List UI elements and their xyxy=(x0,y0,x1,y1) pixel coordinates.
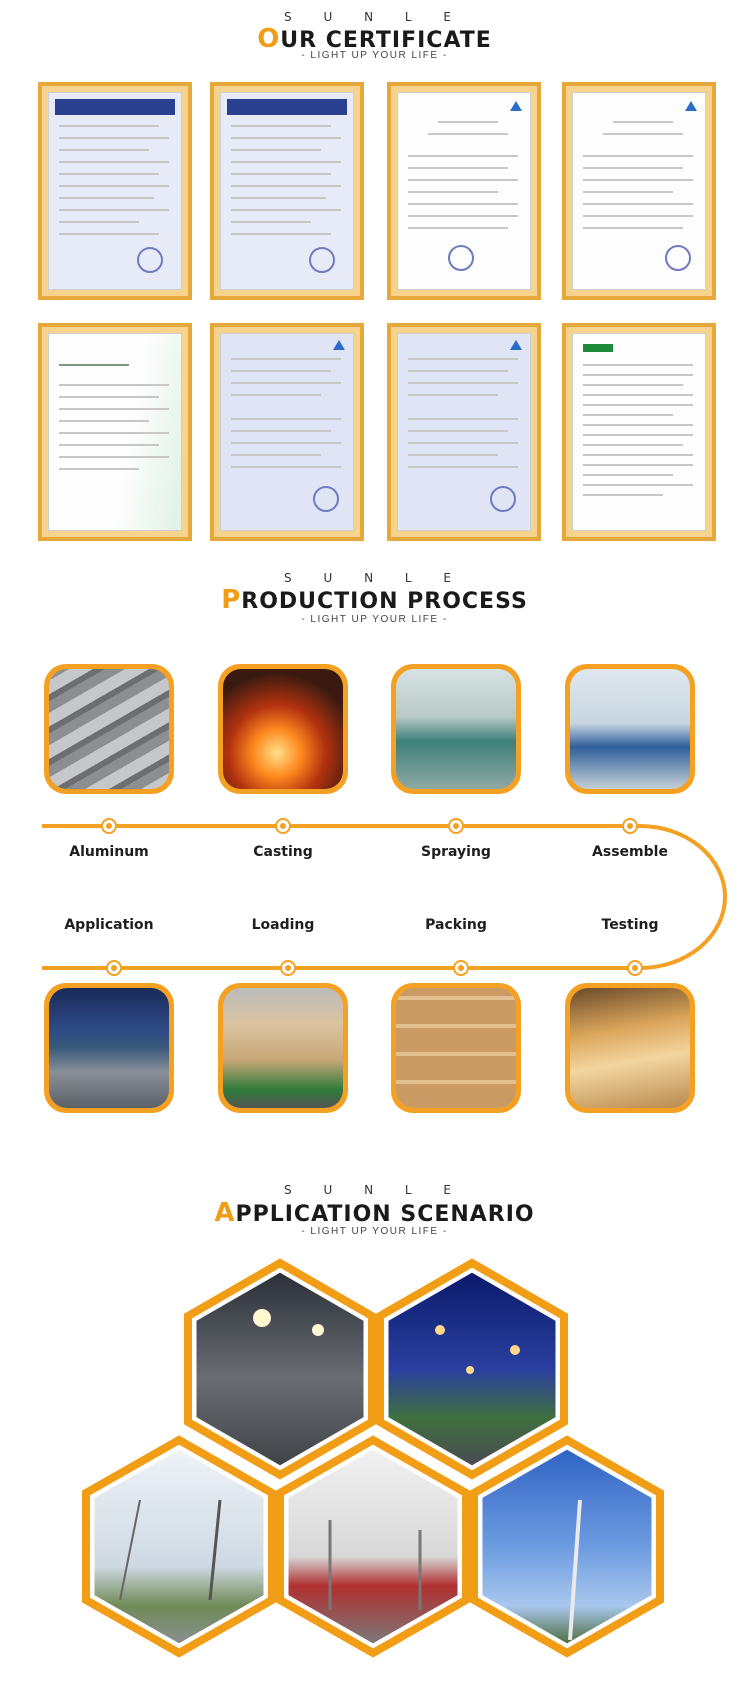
certificate-image xyxy=(210,82,364,300)
brand-name-certificate: S U N L E xyxy=(284,10,465,24)
step-label: Packing xyxy=(425,917,487,933)
tagline-production: - LIGHT UP YOUR LIFE - xyxy=(301,614,448,625)
timeline-dot xyxy=(448,818,464,834)
section-title-application: APPLICATION SCENARIO xyxy=(214,1198,535,1228)
timeline-dot xyxy=(280,960,296,976)
tagline-certificate: - LIGHT UP YOUR LIFE - xyxy=(301,50,448,61)
process-photo-packing xyxy=(391,983,521,1113)
certificate-image xyxy=(38,323,192,541)
process-photo-loading xyxy=(218,983,348,1113)
certificate-image xyxy=(387,323,541,541)
step-label: Casting xyxy=(253,844,313,860)
step-label: Loading xyxy=(251,917,315,933)
process-photo-casting xyxy=(218,664,348,794)
certificate-image xyxy=(562,82,716,300)
tagline-application: - LIGHT UP YOUR LIFE - xyxy=(301,1226,448,1237)
process-photo-aluminum xyxy=(44,664,174,794)
section-title-certificate: OUR CERTIFICATE xyxy=(257,24,492,54)
process-photo-testing xyxy=(565,983,695,1113)
certificate-image xyxy=(210,323,364,541)
timeline-dot xyxy=(101,818,117,834)
brand-name-production: S U N L E xyxy=(284,571,465,585)
step-label: Aluminum xyxy=(69,844,149,860)
timeline-dot xyxy=(622,818,638,834)
step-label: Application xyxy=(64,917,154,933)
application-photo-sky-pole xyxy=(479,1446,655,1647)
certificate-image xyxy=(38,82,192,300)
certificate-image xyxy=(387,82,541,300)
step-label: Testing xyxy=(601,917,659,933)
timeline-dot xyxy=(106,960,122,976)
application-photo-pylons xyxy=(91,1446,267,1647)
timeline-dot xyxy=(627,960,643,976)
process-photo-assemble xyxy=(565,664,695,794)
process-photo-spraying xyxy=(391,664,521,794)
certificate-image xyxy=(562,323,716,541)
step-label: Assemble xyxy=(592,844,668,860)
step-label: Spraying xyxy=(421,844,491,860)
timeline-dot xyxy=(275,818,291,834)
section-title-production: PRODUCTION PROCESS xyxy=(221,585,528,615)
process-photo-application xyxy=(44,983,174,1113)
brand-name-application: S U N L E xyxy=(284,1183,465,1197)
application-photo-street-night xyxy=(193,1269,367,1469)
timeline-dot xyxy=(453,960,469,976)
